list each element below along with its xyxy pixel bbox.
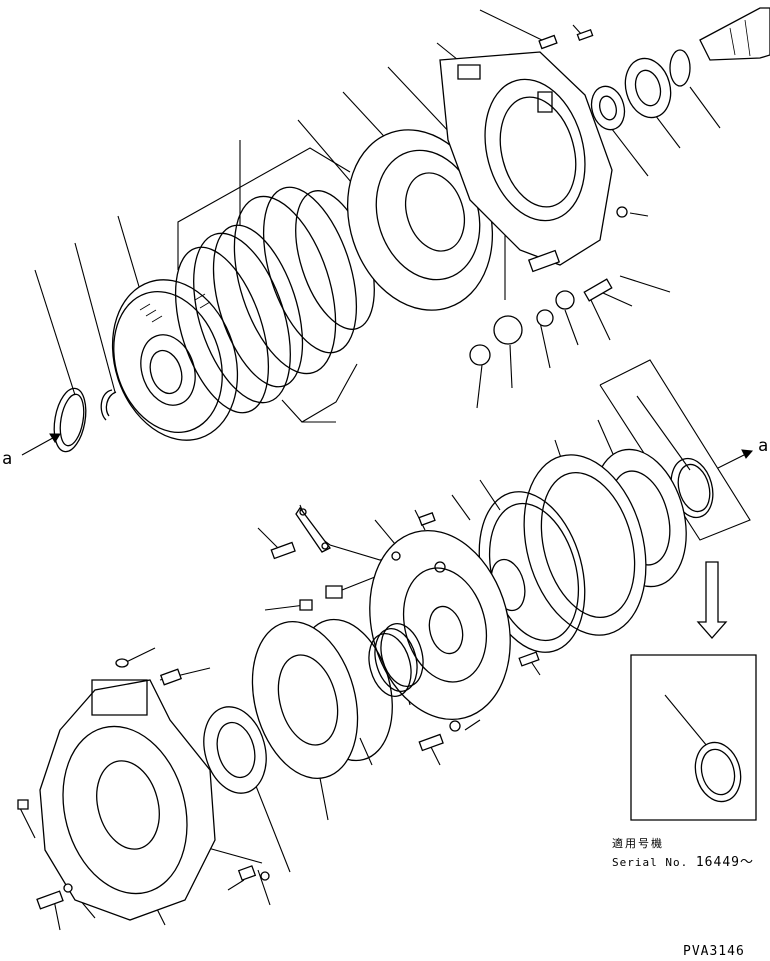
needle-bearing-top	[587, 83, 629, 134]
oil-pump-cover	[40, 680, 215, 920]
small-gears-top	[470, 207, 627, 365]
pump-body	[349, 515, 530, 736]
snap-ring-inner-left	[101, 390, 116, 420]
clutch-hub-drum	[93, 263, 258, 456]
ring-gear	[505, 441, 665, 649]
drawing-code: PVA3146	[683, 944, 745, 959]
dowel-pin-top	[539, 30, 592, 49]
applicability-title: 適用号機	[612, 837, 664, 850]
output-shaft	[700, 8, 770, 60]
callout-label-a-right: a	[758, 436, 769, 456]
bolt-middle	[271, 513, 539, 751]
small-parts-bottom	[18, 659, 269, 909]
serial-number-line: Serial No. 16449～	[612, 851, 754, 870]
o-rings-coil	[362, 619, 429, 701]
transmission-case-top	[440, 52, 612, 265]
leader-lines-top	[35, 10, 720, 422]
ball-bearing-top	[619, 53, 677, 122]
callout-label-a-left: a	[2, 449, 13, 469]
detail-seal-ring	[665, 695, 747, 807]
snap-ring-outer-left	[50, 386, 91, 454]
serial-number: 16449～	[695, 855, 754, 870]
detail-box	[631, 655, 756, 820]
roller-bearing-bottom	[195, 700, 276, 801]
detail-arrow	[698, 562, 726, 638]
clutch-plates-stack	[157, 176, 389, 424]
arrow-a-right	[718, 450, 752, 468]
serial-prefix: Serial No.	[612, 856, 689, 869]
piston-plate	[236, 610, 374, 790]
bracket-plate	[296, 508, 330, 552]
snap-ring-top-right	[670, 50, 690, 86]
arrow-a-left	[22, 434, 60, 455]
